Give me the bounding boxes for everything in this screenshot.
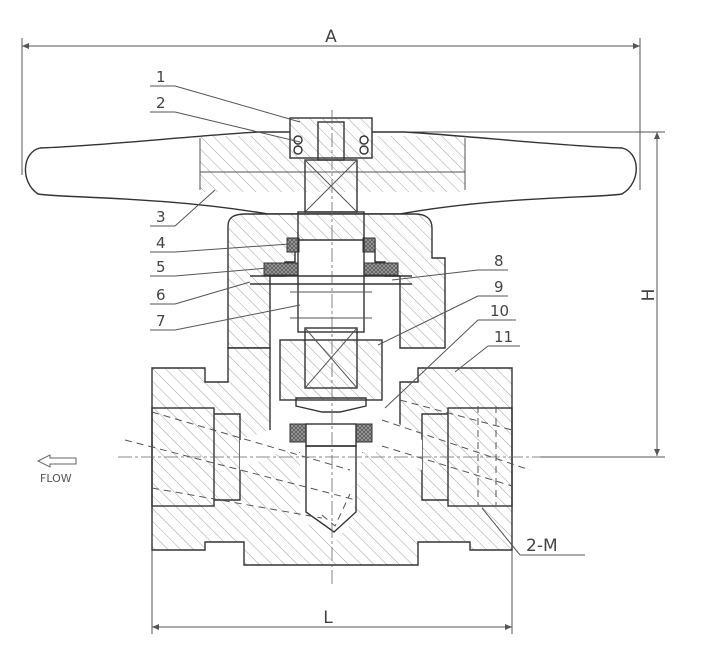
bonnet (227, 213, 446, 349)
part-number-3: 3 (156, 208, 166, 226)
handle (24, 131, 637, 215)
port-thread-label: 2-M (526, 536, 558, 556)
dimension-h-label: H (639, 289, 659, 302)
part-number-2: 2 (156, 94, 166, 112)
dimension-l: L (151, 550, 513, 634)
packing (250, 262, 412, 285)
plug (305, 445, 357, 533)
part-number-1: 1 (156, 68, 166, 86)
dimension-l-label: L (323, 608, 333, 628)
part-number-4: 4 (156, 234, 166, 252)
stem-middle (290, 211, 372, 333)
part-number-5: 5 (156, 258, 166, 276)
centerlines (118, 110, 542, 585)
o-rings (286, 237, 376, 253)
part-callouts: 1 2 3 4 5 6 7 8 9 10 11 2 (150, 68, 585, 556)
dimension-a: A (21, 27, 641, 190)
hidden-lines (124, 399, 531, 527)
part-number-8: 8 (494, 252, 504, 270)
top-nut (289, 117, 373, 161)
flow-label: FLOW (40, 472, 72, 485)
disc-assembly (279, 327, 383, 447)
part-number-6: 6 (156, 286, 166, 304)
dimension-a-label: A (325, 27, 337, 47)
part-number-7: 7 (156, 312, 166, 330)
flow-arrow: FLOW (36, 454, 77, 485)
part-number-11: 11 (494, 328, 513, 346)
part-number-10: 10 (490, 302, 509, 320)
part-number-9: 9 (494, 278, 504, 296)
